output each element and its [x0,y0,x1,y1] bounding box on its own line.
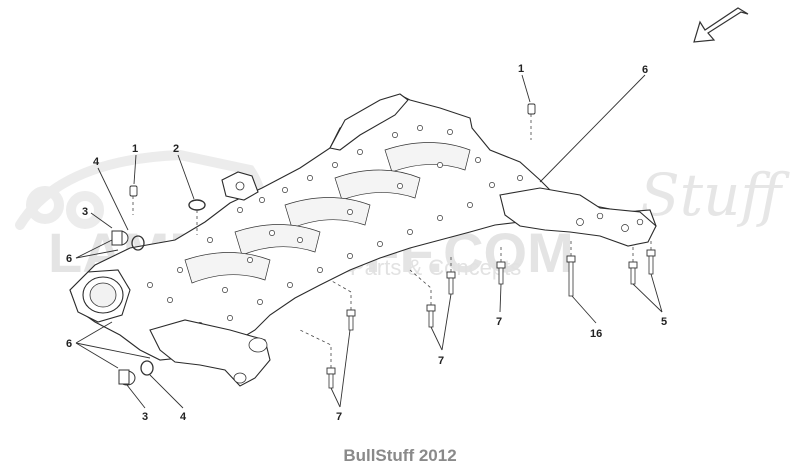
bolt [346,309,356,331]
callout-7: 7 [438,355,444,367]
assembly-lines [132,114,652,368]
dowel-pin [129,185,138,197]
callout-6: 6 [66,338,72,350]
callout-labels: 1 1 2 3 3 4 4 5 6 6 6 7 7 7 16 [66,63,667,423]
leader-lines [75,74,663,409]
plug-lower [118,369,136,386]
o-ring-seal [188,199,206,211]
callout-1: 1 [132,143,138,155]
callout-3: 3 [142,411,148,423]
callout-4: 4 [180,411,187,423]
washer-upper [131,235,145,251]
callout-5: 5 [661,316,667,328]
watermark-script: Stuff [640,161,790,229]
bolt [426,304,436,328]
callout-6: 6 [642,64,648,76]
dowel-pin [527,103,536,115]
callout-2: 2 [173,143,179,155]
direction-arrow-icon [693,7,749,43]
plug-upper [111,230,129,246]
callout-4: 4 [93,156,100,168]
copyright-caption: BullStuff 2012 [343,446,457,465]
callout-16: 16 [590,328,602,340]
bolt [326,367,336,389]
crankcase-lower-part [69,93,657,387]
washer-lower [140,360,154,376]
callout-7: 7 [336,411,342,423]
bolt [628,261,638,285]
bolt [646,249,656,275]
callout-7: 7 [496,316,502,328]
callout-6: 6 [66,253,72,265]
callout-3: 3 [82,206,88,218]
callout-1: 1 [518,63,524,75]
